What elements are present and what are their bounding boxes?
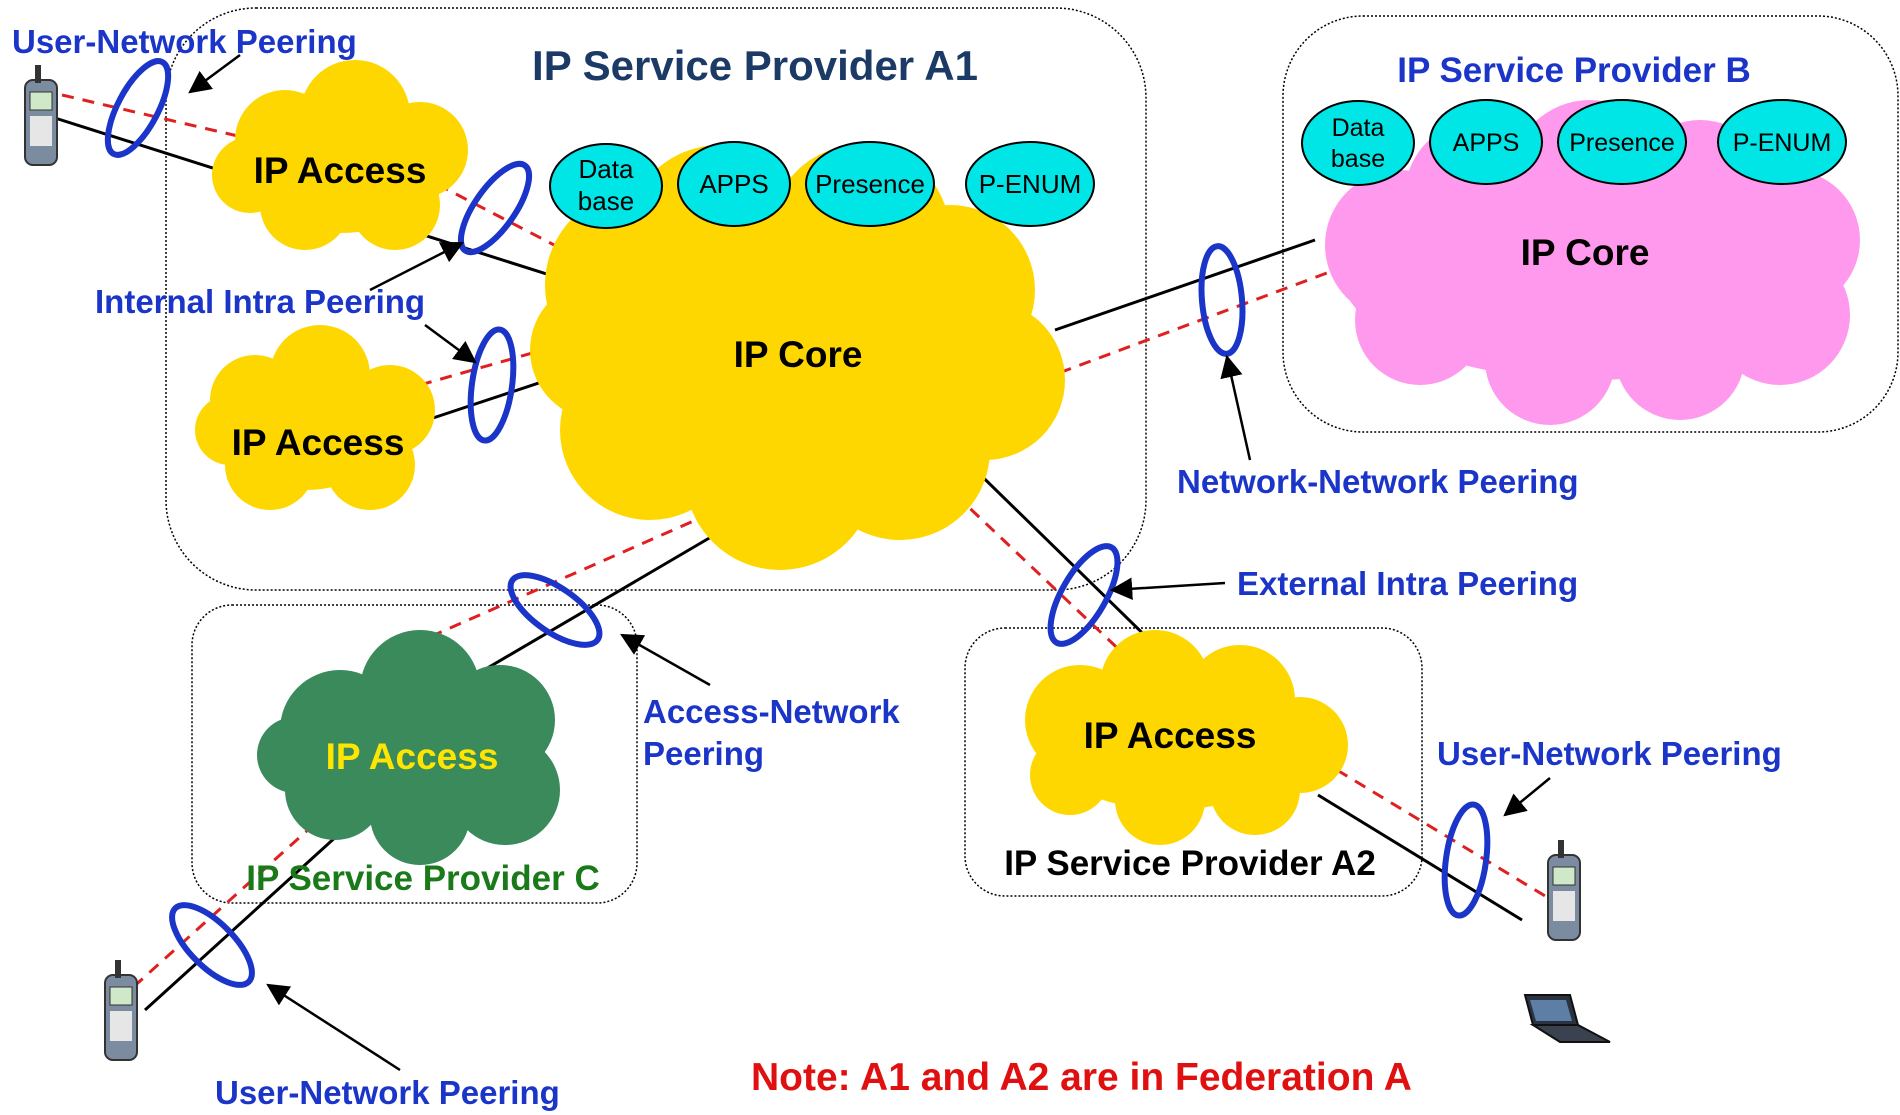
ip-access-top-label: IP Access [254, 150, 427, 191]
services-b: Data base APPS Presence P-ENUM [1301, 99, 1847, 186]
service-b-database [1301, 100, 1415, 186]
ring-network-network [1198, 243, 1246, 357]
provider-a2-title: IP Service Provider A2 [1004, 844, 1376, 883]
label-user-network-top: User-Network Peering [12, 23, 357, 60]
service-b-presence-label: Presence [1569, 129, 1675, 157]
provider-a2-box [964, 627, 1423, 897]
services-a1: Data base APPS Presence P-ENUM [549, 141, 1095, 229]
ip-access-c-cloud [257, 630, 560, 865]
service-b-penum-label: P-ENUM [1733, 129, 1832, 157]
mobile-phone-icon [24, 65, 58, 166]
label-access-network-line2: Peering [643, 735, 764, 772]
service-database [549, 143, 663, 229]
label-user-network-right: User-Network Peering [1437, 735, 1782, 772]
ring-internal-mid [467, 326, 517, 444]
ring-external-intra [1047, 543, 1121, 647]
ring-user-right [1441, 801, 1491, 919]
service-penum [965, 141, 1095, 227]
service-presence [805, 141, 935, 227]
ip-core-a1-label: IP Core [734, 334, 863, 375]
ring-user-top [104, 58, 172, 158]
ip-access-a2-label: IP Access [1084, 715, 1257, 756]
label-arrows [188, 53, 1551, 1072]
ip-access-c-label: IP Access [326, 736, 499, 777]
label-internal-intra: Internal Intra Peering [95, 283, 425, 320]
service-penum-label: P-ENUM [979, 169, 1082, 199]
service-b-presence [1557, 99, 1687, 185]
solid-links [54, 116, 1523, 1012]
mobile-phone-icon [104, 960, 138, 1061]
ip-access-a2-cloud [1025, 630, 1348, 845]
laptop-icon [1523, 994, 1611, 1043]
service-b-apps [1429, 99, 1543, 185]
peering-rings [104, 58, 1491, 988]
service-b-database-line1: Data [1332, 114, 1385, 142]
service-database-line2: base [578, 186, 634, 216]
label-network-network: Network-Network Peering [1177, 463, 1579, 500]
service-b-apps-label: APPS [1453, 129, 1520, 157]
ring-internal-top [457, 160, 533, 256]
service-apps [677, 141, 791, 227]
provider-c-box [191, 604, 638, 904]
service-b-database-line2: base [1331, 145, 1385, 173]
provider-c-title: IP Service Provider C [246, 859, 599, 898]
label-user-network-bottom: User-Network Peering [215, 1074, 560, 1111]
provider-a1-box [165, 7, 1147, 591]
service-b-penum [1717, 99, 1847, 185]
ring-access-network [507, 572, 603, 648]
label-external-intra: External Intra Peering [1237, 565, 1578, 602]
provider-b-title: IP Service Provider B [1397, 51, 1750, 90]
service-database-line1: Data [579, 154, 634, 184]
provider-a1-title: IP Service Provider A1 [532, 42, 978, 89]
ip-core-b-cloud [1325, 100, 1860, 425]
federation-note: Note: A1 and A2 are in Federation A [751, 1056, 1412, 1099]
mobile-phone-icon [1547, 840, 1581, 941]
service-apps-label: APPS [699, 169, 768, 199]
service-presence-label: Presence [815, 169, 925, 199]
ip-access-mid-cloud [195, 325, 435, 510]
ip-core-a1-cloud [530, 145, 1065, 570]
ip-access-mid-label: IP Access [232, 422, 405, 463]
label-access-network-line1: Access-Network [643, 693, 900, 730]
ip-access-top-cloud [212, 60, 468, 250]
ring-user-bottom [169, 902, 255, 988]
ip-core-b-label: IP Core [1521, 232, 1650, 273]
provider-b-box [1282, 15, 1899, 433]
